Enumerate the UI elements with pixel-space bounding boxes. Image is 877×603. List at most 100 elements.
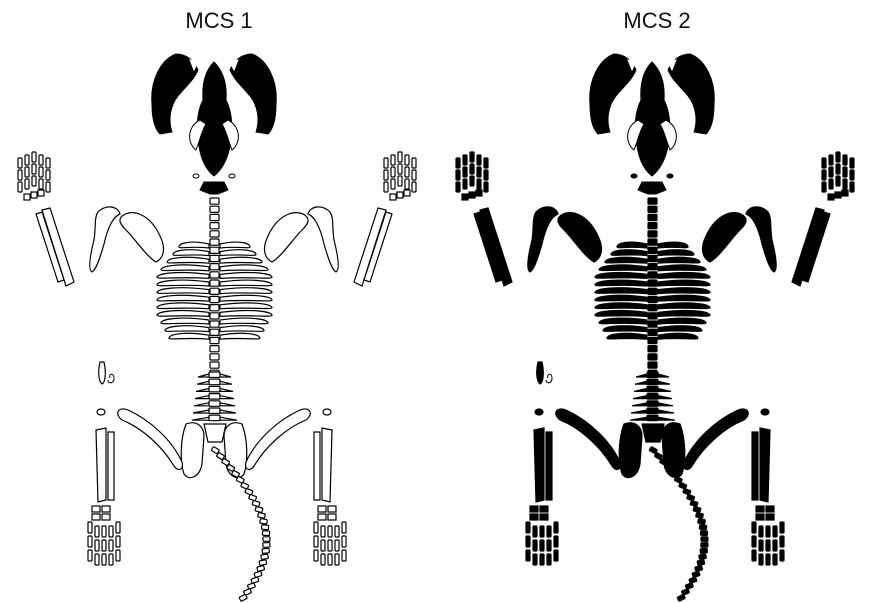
- thoracic-vertebra: [210, 305, 219, 311]
- rib-left: [157, 288, 209, 294]
- tarsal-bone-right: [756, 514, 764, 520]
- front-phalanx-left: [463, 155, 467, 165]
- thoracic-vertebra: [648, 329, 657, 335]
- front-phalanx-left: [25, 167, 29, 177]
- hind-phalanx-left: [547, 526, 551, 537]
- hind-phalanx-right: [328, 540, 332, 551]
- thoracic-vertebra: [210, 264, 219, 270]
- front-phalanx-left: [46, 158, 50, 168]
- thoracic-vertebra: [210, 354, 219, 360]
- hind-phalanx-left: [109, 526, 113, 537]
- caudal-vertebra: [689, 577, 697, 584]
- lumbar-process-right: [658, 410, 674, 413]
- lumbar-process-right: [220, 396, 234, 399]
- hind-phalanx-right: [342, 550, 346, 561]
- left-scapula: [558, 213, 602, 262]
- lumbar-vertebra: [209, 386, 220, 392]
- caudal-vertebra: [258, 512, 266, 518]
- hind-phalanx-left: [547, 540, 551, 551]
- right-tibia: [322, 428, 332, 502]
- rib-right: [220, 288, 272, 294]
- thoracic-vertebra: [210, 288, 219, 294]
- rib-right: [658, 273, 710, 279]
- carpal-bone-left: [31, 192, 37, 198]
- thoracic-vertebra: [648, 264, 657, 270]
- carpal-bone-right: [404, 190, 410, 196]
- thoracic-vertebra: [210, 329, 219, 335]
- rib-right: [220, 257, 262, 263]
- front-phalanx-right: [843, 167, 847, 177]
- caudal-vertebra: [693, 506, 701, 512]
- lumbar-process-right: [658, 374, 669, 377]
- caudal-vertebra: [262, 548, 269, 553]
- lumbar-process-right: [220, 374, 231, 377]
- left-fibula: [546, 432, 552, 500]
- hind-phalanx-left: [547, 554, 551, 565]
- baculum: [537, 362, 544, 384]
- rib-left: [165, 326, 209, 332]
- front-phalanx-left: [46, 170, 50, 180]
- front-phalanx-left: [477, 179, 481, 189]
- hind-phalanx-left: [88, 550, 92, 561]
- front-phalanx-right: [405, 179, 409, 189]
- rib-right: [658, 295, 710, 301]
- lumbar-process-right: [658, 417, 675, 420]
- carpal-bone-left: [462, 194, 468, 200]
- panel-mcs-2: MCS 2: [438, 0, 876, 603]
- rib-left: [169, 333, 209, 339]
- front-phalanx-left: [477, 167, 481, 177]
- front-phalanx-right: [822, 170, 826, 180]
- hind-phalanx-left: [95, 540, 99, 551]
- thoracic-vertebra: [648, 231, 657, 237]
- thoracic-vertebra: [210, 231, 219, 237]
- caudal-vertebra: [690, 500, 698, 506]
- hind-phalanx-right: [321, 540, 325, 551]
- right-scapula: [265, 213, 309, 262]
- front-phalanx-right: [850, 170, 854, 180]
- hind-phalanx-right: [766, 526, 770, 537]
- left-tibia: [96, 428, 106, 502]
- front-phalanx-left: [456, 158, 460, 168]
- hind-phalanx-left: [533, 554, 537, 565]
- thoracic-vertebra: [210, 206, 219, 212]
- lumbar-vertebra: [647, 401, 658, 407]
- front-phalanx-right: [843, 179, 847, 189]
- right-fibula: [752, 432, 758, 500]
- hind-phalanx-right: [773, 554, 777, 565]
- hind-phalanx-right: [759, 540, 763, 551]
- rib-left: [157, 280, 209, 286]
- front-phalanx-right: [843, 155, 847, 165]
- left-humerus: [90, 207, 120, 272]
- rib-right: [220, 295, 272, 301]
- thoracic-vertebra: [210, 239, 219, 245]
- front-phalanx-left: [477, 155, 481, 165]
- caudal-vertebra: [692, 571, 700, 577]
- caudal-vertebra: [263, 537, 270, 542]
- tarsal-bone-left: [102, 506, 110, 512]
- hind-phalanx-right: [314, 550, 318, 561]
- caudal-vertebra: [699, 525, 706, 530]
- rib-left: [611, 250, 647, 256]
- lumbar-process-right: [658, 403, 673, 406]
- caudal-vertebra: [698, 519, 706, 525]
- hind-phalanx-left: [116, 536, 120, 547]
- thoracic-vertebra: [648, 255, 657, 261]
- hind-phalanx-right: [314, 522, 318, 533]
- rib-left: [605, 257, 647, 263]
- hind-phalanx-left: [554, 522, 558, 533]
- front-phalanx-left: [25, 155, 29, 165]
- skull: [197, 62, 232, 176]
- hind-phalanx-left: [109, 540, 113, 551]
- tarsal-bone-left: [540, 514, 548, 520]
- hind-phalanx-left: [95, 526, 99, 537]
- front-phalanx-left: [456, 182, 460, 192]
- front-phalanx-left: [18, 158, 22, 168]
- front-phalanx-right: [398, 152, 402, 162]
- front-phalanx-right: [829, 167, 833, 177]
- caudal-vertebra: [696, 512, 704, 518]
- rib-left: [595, 303, 647, 309]
- hind-phalanx-left: [526, 522, 530, 533]
- thoracic-vertebra: [648, 313, 657, 319]
- hind-phalanx-left: [109, 554, 113, 565]
- thoracic-vertebra: [648, 354, 657, 360]
